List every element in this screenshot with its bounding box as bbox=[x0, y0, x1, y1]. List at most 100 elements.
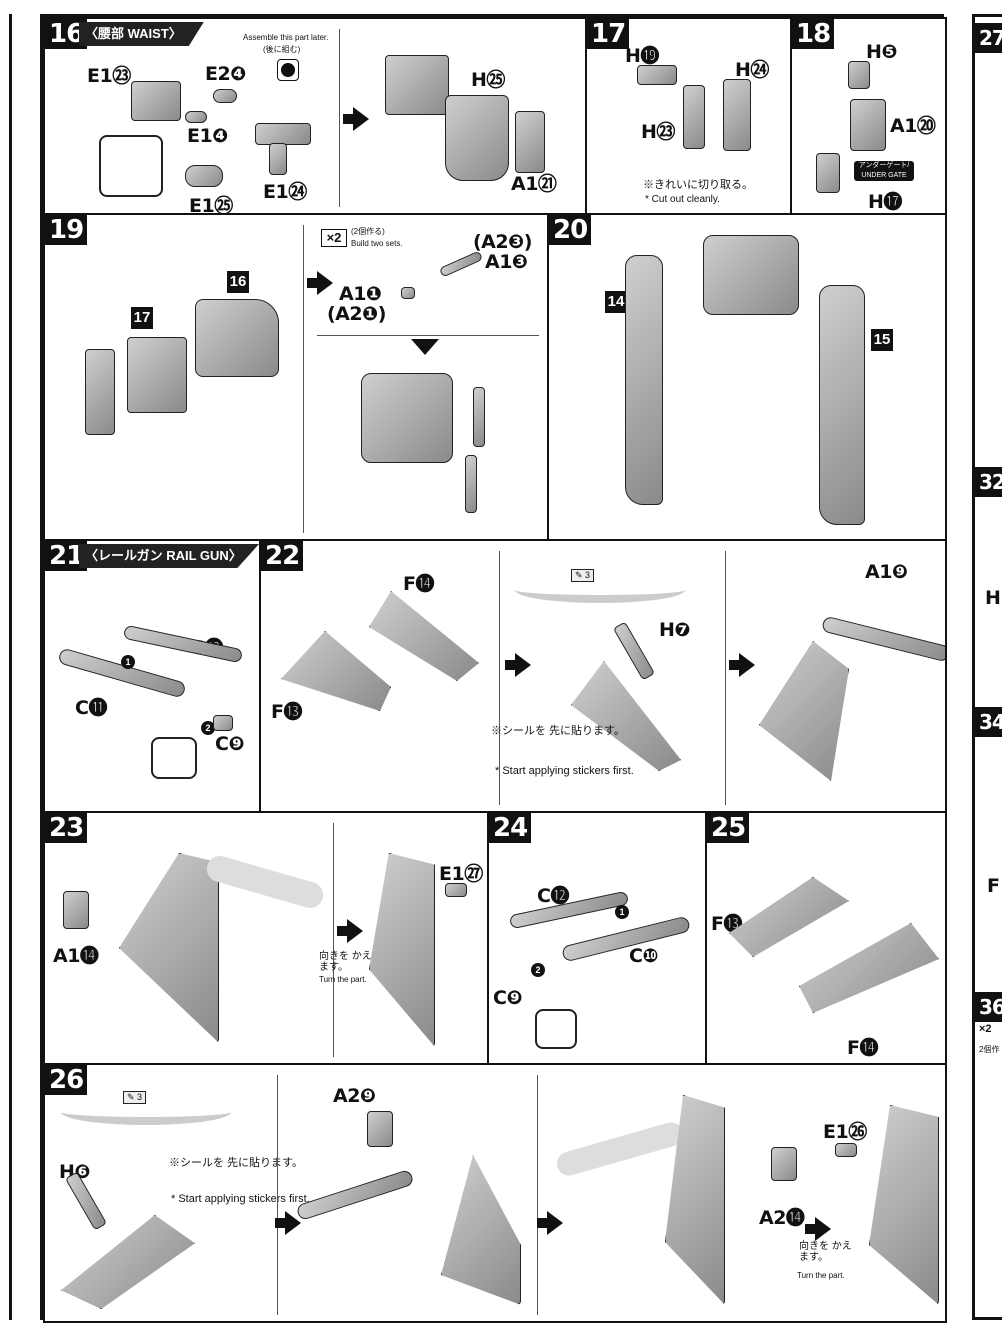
assemble-later-note: Assemble this part later. bbox=[243, 33, 329, 42]
part-label: (A2❸) bbox=[473, 231, 532, 253]
cut-note-en: * Cut out cleanly. bbox=[645, 194, 720, 205]
detail-inset bbox=[99, 135, 163, 197]
arrow-right-icon bbox=[337, 919, 363, 943]
detail-inset bbox=[535, 1009, 577, 1049]
part-label: H㉕ bbox=[471, 69, 505, 91]
build-count-badge: ×2 bbox=[321, 229, 347, 247]
rail-panel bbox=[119, 853, 219, 1043]
build-count: ×2 bbox=[979, 1023, 992, 1035]
rail-panel bbox=[571, 661, 681, 771]
small-part bbox=[445, 883, 467, 897]
turn-note-en: Turn the part. bbox=[319, 975, 367, 984]
step-number: 20 bbox=[549, 215, 592, 245]
build-count-en: Build two sets. bbox=[351, 239, 403, 248]
part-label: F⓭ bbox=[271, 701, 302, 723]
step-16-panel: 16 〈腰部 WAIST〉 Assemble this part later. … bbox=[43, 17, 587, 215]
part-label: E1㉔ bbox=[263, 181, 307, 203]
step-number: 34 bbox=[975, 707, 1002, 737]
armor-part bbox=[723, 79, 751, 151]
instruction-page: 16 〈腰部 WAIST〉 Assemble this part later. … bbox=[40, 14, 947, 1323]
rail-part bbox=[508, 890, 630, 930]
part-label: H bbox=[985, 587, 1001, 609]
divider bbox=[303, 225, 304, 533]
shaft-part bbox=[473, 387, 485, 447]
armor-part bbox=[683, 85, 705, 149]
rail-panel bbox=[369, 853, 435, 1047]
rail-panel bbox=[369, 591, 479, 681]
part-label: H❺ bbox=[866, 41, 898, 63]
arrow-down-icon bbox=[411, 339, 439, 355]
divider bbox=[317, 335, 539, 336]
small-part bbox=[367, 1111, 393, 1147]
part-label: F⓮ bbox=[403, 573, 434, 595]
rail-panel bbox=[799, 923, 939, 1013]
part-label: H⓳ bbox=[625, 45, 659, 67]
assemble-later-note-jp: (後に組む) bbox=[263, 45, 301, 54]
sticker-sheet bbox=[61, 1099, 231, 1125]
step-title: 〈腰部 WAIST〉 bbox=[79, 22, 204, 46]
divider bbox=[339, 29, 340, 207]
part-label: A1⓮ bbox=[53, 945, 99, 967]
build-count-note: 2個作 bbox=[979, 1045, 1000, 1054]
rail-panel bbox=[759, 641, 849, 781]
step-number: 22 bbox=[261, 541, 304, 571]
detail-inset bbox=[151, 737, 197, 779]
step-18-panel: 18 H❺ A1⑳ H⓱ アンダーゲート/ UNDER GATE bbox=[790, 17, 947, 215]
turn-note-en: Turn the part. bbox=[797, 1271, 845, 1280]
step-number: 32 bbox=[975, 467, 1002, 497]
rail-ghost bbox=[554, 1119, 686, 1179]
rail-part bbox=[560, 915, 692, 963]
waist-part bbox=[255, 123, 311, 145]
rail-part bbox=[820, 615, 945, 663]
small-part bbox=[835, 1143, 857, 1157]
step-number: 26 bbox=[45, 1065, 88, 1095]
sticker-note-en: * Start applying stickers first. bbox=[171, 1193, 310, 1205]
divider bbox=[333, 823, 334, 1057]
step-number: 17 bbox=[587, 19, 630, 49]
part-label: (A2❶) bbox=[327, 303, 386, 325]
rail-panel bbox=[729, 877, 849, 957]
part-label: A2⓮ bbox=[759, 1207, 805, 1229]
arrow-right-icon bbox=[805, 1217, 831, 1241]
sticker-number: ✎ 3 bbox=[123, 1091, 147, 1104]
step-reference: 17 bbox=[131, 307, 153, 329]
part-label: H❼ bbox=[659, 619, 691, 641]
rail-ghost bbox=[203, 852, 327, 912]
step-title: 〈レールガン RAIL GUN〉 bbox=[79, 544, 259, 568]
waist-part bbox=[213, 89, 237, 103]
step-25-panel: 25 F⓭ F⓮ bbox=[705, 811, 947, 1065]
sticker-note-en: * Start applying stickers first. bbox=[495, 765, 634, 777]
part-label: H㉔ bbox=[735, 59, 769, 81]
part-label: A2❾ bbox=[333, 1085, 376, 1107]
step-number: 27 bbox=[975, 23, 1002, 53]
rail-panel bbox=[869, 1105, 939, 1305]
step-17-panel: 17 H⓳ H㉔ H㉓ ※きれいに切り取る。 * Cut out cleanly… bbox=[585, 17, 792, 215]
step-22-panel: 22 F⓮ F⓭ ✎ 3 H❼ ※シールを 先に貼ります。 * Start ap… bbox=[259, 539, 947, 813]
part-label: A1❾ bbox=[865, 561, 908, 583]
arrow-right-icon bbox=[307, 271, 333, 295]
part-label: C⓫ bbox=[75, 697, 107, 719]
rail-part bbox=[57, 647, 187, 699]
step-26-panel: 26 ✎ 3 H❻ ※シールを 先に貼ります。 * Start applying… bbox=[43, 1063, 947, 1323]
part-label: A1㉑ bbox=[511, 173, 557, 195]
step-number: 25 bbox=[707, 813, 750, 843]
skirt-armor bbox=[445, 95, 509, 181]
part-label: C❾ bbox=[215, 733, 245, 755]
sticker-note-jp: ※シールを 先に貼ります。 bbox=[491, 725, 625, 737]
small-part bbox=[771, 1147, 797, 1181]
rail-part bbox=[295, 1168, 415, 1222]
turn-note-jp: 向きを かえます。 bbox=[799, 1241, 852, 1263]
arrow-right-icon bbox=[729, 653, 755, 677]
divider bbox=[725, 551, 726, 805]
step-reference: 15 bbox=[871, 329, 893, 351]
arrow-right-icon bbox=[537, 1211, 563, 1235]
step-number: 24 bbox=[489, 813, 532, 843]
under-gate-badge: アンダーゲート/ UNDER GATE bbox=[854, 161, 914, 181]
waist-part bbox=[269, 143, 287, 175]
armor-part bbox=[816, 153, 840, 193]
part-label: E1㉓ bbox=[87, 65, 131, 87]
part-label: E1㉖ bbox=[823, 1121, 867, 1143]
waist-assembly bbox=[703, 235, 799, 315]
part-label: E1㉗ bbox=[439, 863, 483, 885]
arrow-right-icon bbox=[505, 653, 531, 677]
